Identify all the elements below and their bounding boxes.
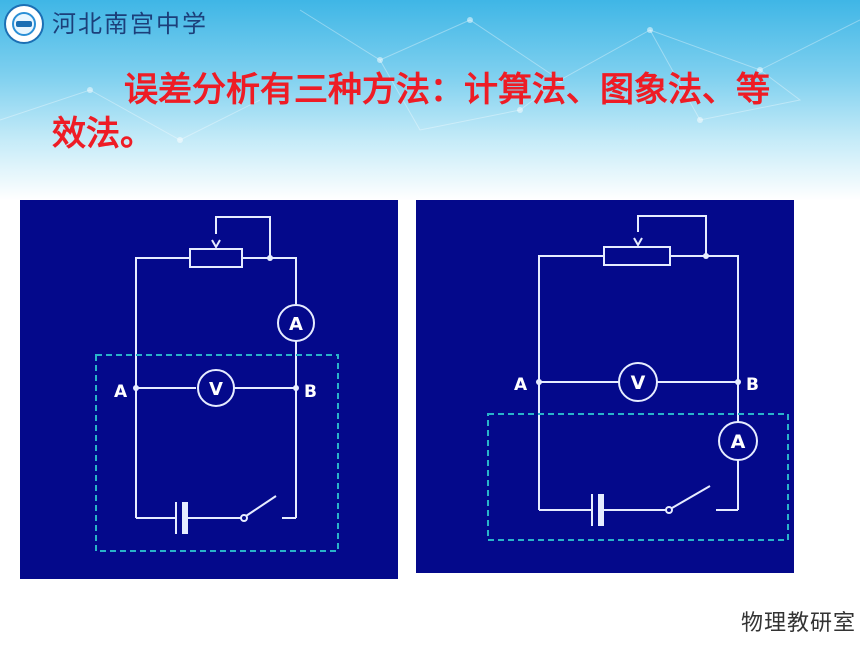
voltmeter-label: V xyxy=(209,379,223,400)
switch-pivot xyxy=(240,514,248,522)
school-name: 河北南宫中学 xyxy=(52,10,208,38)
terminal-b-label: B xyxy=(746,375,759,395)
slider-arrow-icon xyxy=(633,237,643,248)
wire-right-top xyxy=(242,257,297,304)
terminal-b-label: B xyxy=(304,382,317,402)
switch-icon xyxy=(671,485,711,509)
terminal-a-label: A xyxy=(514,375,528,395)
rheostat-slider-wire xyxy=(215,216,271,258)
ammeter-label: A xyxy=(731,431,746,453)
battery-short-plate xyxy=(182,502,188,534)
error-analysis-statement: 误差分析有三种方法：计算法、图象法、等效法。 xyxy=(52,68,772,156)
dashed-box-equivalent-source xyxy=(95,354,339,552)
circuit-right-svg: A B V A xyxy=(487,215,789,541)
circuit-left-svg: A B V A xyxy=(95,216,339,552)
header-band xyxy=(0,0,860,200)
terminal-a-label: A xyxy=(114,382,128,402)
rheostat-icon xyxy=(603,246,671,266)
wire-right-top xyxy=(670,255,739,422)
rheostat-slider-wire xyxy=(637,215,707,256)
wire-left-top xyxy=(538,255,604,510)
battery-short-plate xyxy=(598,494,604,526)
slider-arrow-icon xyxy=(211,239,221,250)
header-network-decoration xyxy=(0,9,860,143)
switch-icon xyxy=(245,495,277,517)
switch-pivot xyxy=(665,506,673,514)
circuit-diagram-ammeter-internal: A B V A xyxy=(416,200,794,573)
ammeter-label: A xyxy=(289,314,303,335)
voltmeter-label: V xyxy=(631,372,646,394)
footer-department-label: 物理教研室 xyxy=(740,611,856,636)
rheostat-icon xyxy=(189,248,243,268)
emblem-bar xyxy=(16,21,32,27)
dashed-box-equivalent-source xyxy=(487,413,789,541)
statement-text: 误差分析有三种方法：计算法、图象法、等效法。 xyxy=(52,70,770,154)
school-emblem-icon xyxy=(4,4,44,44)
circuit-diagram-ammeter-external: A B V A xyxy=(20,200,398,579)
wire-left-top xyxy=(135,257,190,518)
